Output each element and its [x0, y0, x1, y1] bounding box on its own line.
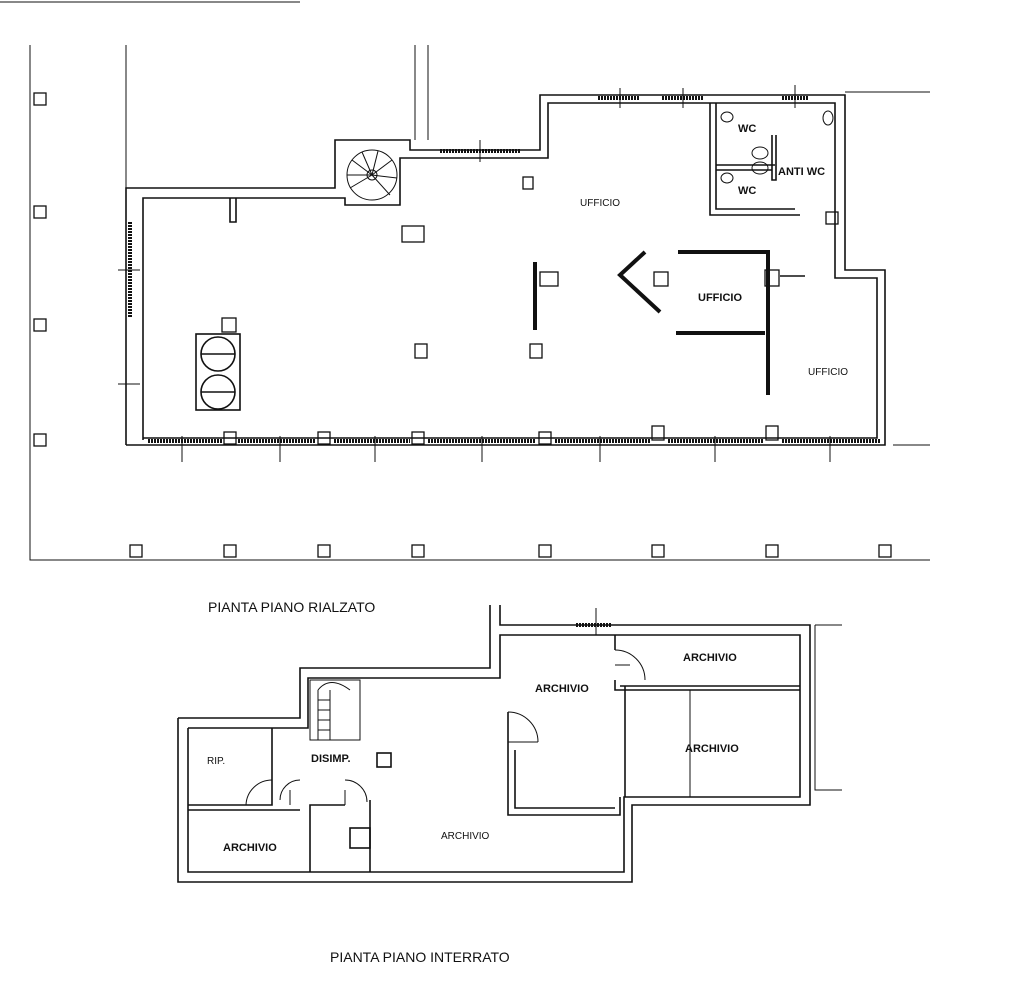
- interior-walls: [188, 608, 800, 872]
- staircase: [309, 679, 361, 741]
- floor-title: PIANTA PIANO RIALZATO: [208, 599, 375, 615]
- spiral-staircase: [346, 149, 398, 201]
- room-label-disimp: DISIMP.: [311, 753, 351, 765]
- room-label-wc: WC: [738, 185, 756, 197]
- doors: [245, 649, 646, 806]
- room-label-rip: RIP.: [207, 756, 225, 767]
- windows: [118, 85, 880, 462]
- room-label-anti-wc: ANTI WC: [778, 166, 825, 178]
- room-label-ufficio: UFFICIO: [808, 367, 848, 378]
- upper-floor-plan: UFFICIO UFFICIO UFFICIO WC ANTI WC WC PI…: [29, 45, 930, 615]
- room-label-ufficio: UFFICIO: [698, 292, 742, 304]
- exterior-walls: [125, 94, 886, 446]
- room-label-archivio: ARCHIVIO: [223, 842, 277, 854]
- room-label-wc: WC: [738, 123, 756, 135]
- room-label-archivio: ARCHIVIO: [441, 831, 490, 842]
- tanks: [195, 333, 241, 411]
- exterior-walls: [177, 605, 842, 883]
- floor-title: PIANTA PIANO INTERRATO: [330, 949, 510, 965]
- interior-partitions: [229, 198, 805, 395]
- pillar: [376, 752, 392, 768]
- site-boundary: [29, 45, 930, 561]
- room-label-archivio: ARCHIVIO: [685, 743, 739, 755]
- toilet-icon: [720, 110, 834, 184]
- room-label-archivio: ARCHIVIO: [683, 652, 737, 664]
- lower-floor-plan: ARCHIVIO ARCHIVIO ARCHIVIO RIP. DISIMP. …: [177, 605, 842, 965]
- pillar: [349, 827, 371, 849]
- room-label-ufficio: UFFICIO: [580, 198, 620, 209]
- wc-block: [709, 103, 834, 216]
- room-label-archivio: ARCHIVIO: [535, 683, 589, 695]
